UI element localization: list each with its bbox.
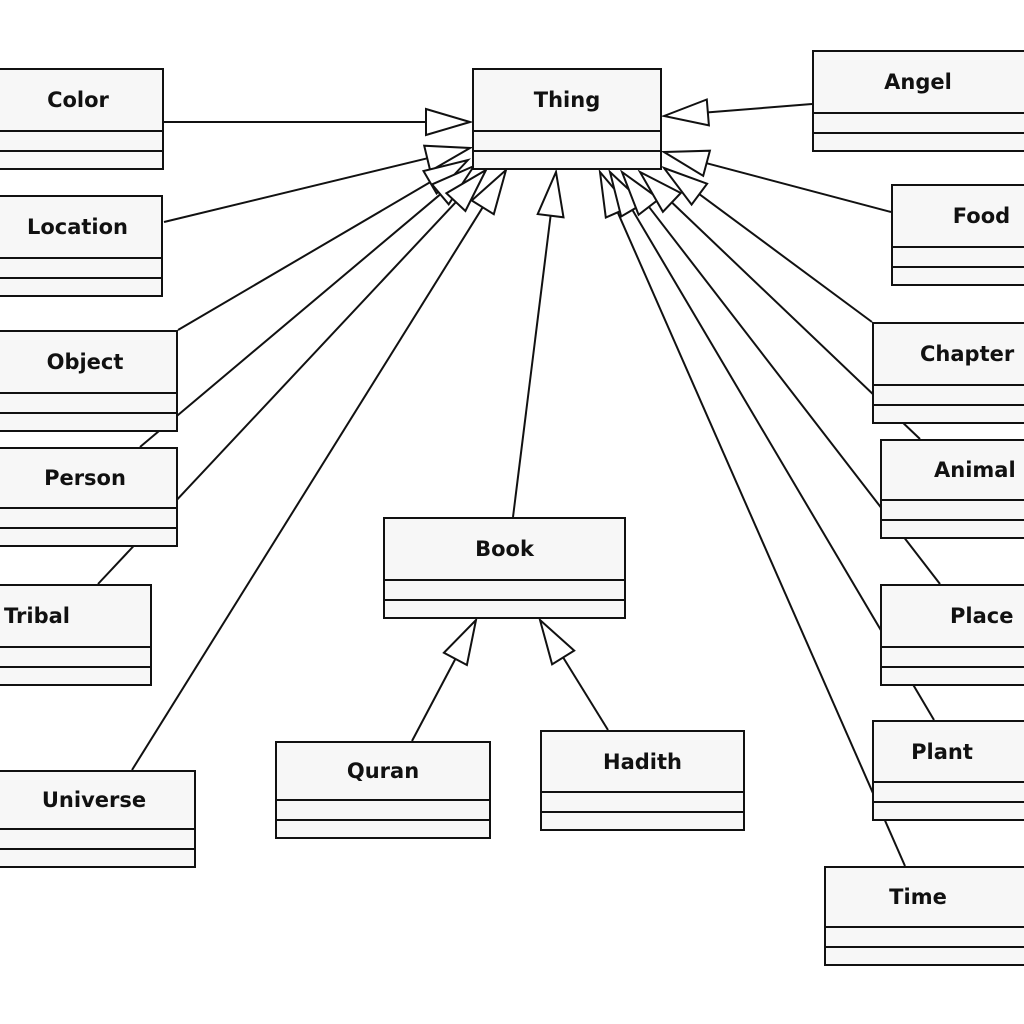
class-color-name: Color [47,88,109,112]
class-object-attributes [0,392,176,412]
generalization-arrowhead-chapter [661,165,709,207]
class-person-name: Person [44,466,126,490]
class-animal-name: Animal [934,458,1016,482]
class-hadith-attributes [542,791,743,811]
class-plant-name: Plant [911,739,973,764]
class-person-attributes [0,507,176,527]
class-angel-operations [814,132,1024,150]
class-location[interactable]: Location [0,195,163,297]
class-angel[interactable]: Angel [812,50,1024,152]
class-place-operations [882,666,1024,684]
class-food-name: Food [952,204,1011,228]
class-place-name: Place [950,604,1014,628]
generalization-arrowhead-tribal [444,167,489,213]
class-chapter-name: Chapter [920,342,1015,366]
class-food-attributes [893,246,1024,266]
generalization-line-location [163,157,428,223]
class-animal[interactable]: Animal [880,439,1024,539]
class-thing-operations [474,150,660,168]
class-hadith-name: Hadith [603,749,682,774]
class-angel-attributes [814,112,1024,132]
generalization-arrowhead-hadith [538,616,576,666]
class-quran-attributes [277,799,489,819]
class-animal-attributes [882,499,1024,519]
class-color[interactable]: Color [0,68,164,170]
class-food-operations [893,266,1024,284]
generalization-line-universe [131,206,484,771]
generalization-arrowhead-place [619,169,661,217]
class-color-attributes [0,130,162,150]
class-tribal[interactable]: Tribal [0,584,152,686]
class-hadith-operations [542,811,743,829]
class-tribal-attributes [0,646,150,666]
class-universe[interactable]: Universe [0,770,196,868]
class-plant-operations [874,801,1024,819]
class-quran-operations [277,819,489,837]
class-location-attributes [0,257,161,277]
class-plant[interactable]: Plant [872,720,1024,821]
generalization-line-object [177,181,431,331]
generalization-line-hadith [562,656,609,731]
class-place-attributes [882,646,1024,666]
class-thing-attributes [474,130,660,150]
generalization-line-chapter [698,193,873,323]
class-person-operations [0,527,176,545]
class-object-operations [0,412,176,430]
generalization-line-quran [411,658,457,742]
generalization-arrowhead-angel [660,98,711,127]
generalization-arrowhead-location [422,144,474,173]
generalization-arrowhead-universe [470,167,508,216]
class-thing-name: Thing [533,88,601,112]
class-place[interactable]: Place [880,584,1024,686]
class-thing[interactable]: Thing [472,68,662,170]
class-book-attributes [385,579,624,599]
generalization-line-book [512,215,552,518]
generalization-line-time [616,211,906,867]
class-location-name: Location [26,215,129,239]
class-chapter-operations [874,404,1024,422]
class-time-attributes [826,926,1024,946]
class-angel-name: Angel [884,70,952,94]
class-tribal-operations [0,666,150,684]
class-chapter[interactable]: Chapter [872,322,1024,424]
class-book[interactable]: Book [383,517,626,619]
class-quran[interactable]: Quran [275,741,491,839]
generalization-arrowhead-food [660,149,712,178]
generalization-arrowhead-animal [637,169,683,214]
class-color-operations [0,150,162,168]
class-book-name: Book [475,537,534,561]
generalization-line-angel [707,103,813,114]
generalization-arrowhead-color [425,107,474,137]
class-food[interactable]: Food [891,184,1024,286]
class-book-operations [385,599,624,617]
class-hadith[interactable]: Hadith [540,730,745,831]
class-universe-name: Universe [41,788,147,812]
class-tribal-name: Tribal [4,604,70,628]
class-quran-name: Quran [346,759,420,783]
generalization-arrowhead-book [536,168,565,219]
class-universe-operations [0,848,194,866]
class-person[interactable]: Person [0,447,178,547]
class-object-name: Object [46,350,124,374]
class-plant-attributes [874,781,1024,801]
class-animal-operations [882,519,1024,537]
class-time-name: Time [889,885,947,909]
generalization-line-food [706,162,892,213]
class-object[interactable]: Object [0,330,178,432]
generalization-line-person [139,193,441,448]
class-time-operations [826,946,1024,964]
class-universe-attributes [0,828,194,848]
class-chapter-attributes [874,384,1024,404]
generalization-arrowhead-quran [442,616,478,667]
class-location-operations [0,277,161,295]
class-time[interactable]: Time [824,866,1024,966]
